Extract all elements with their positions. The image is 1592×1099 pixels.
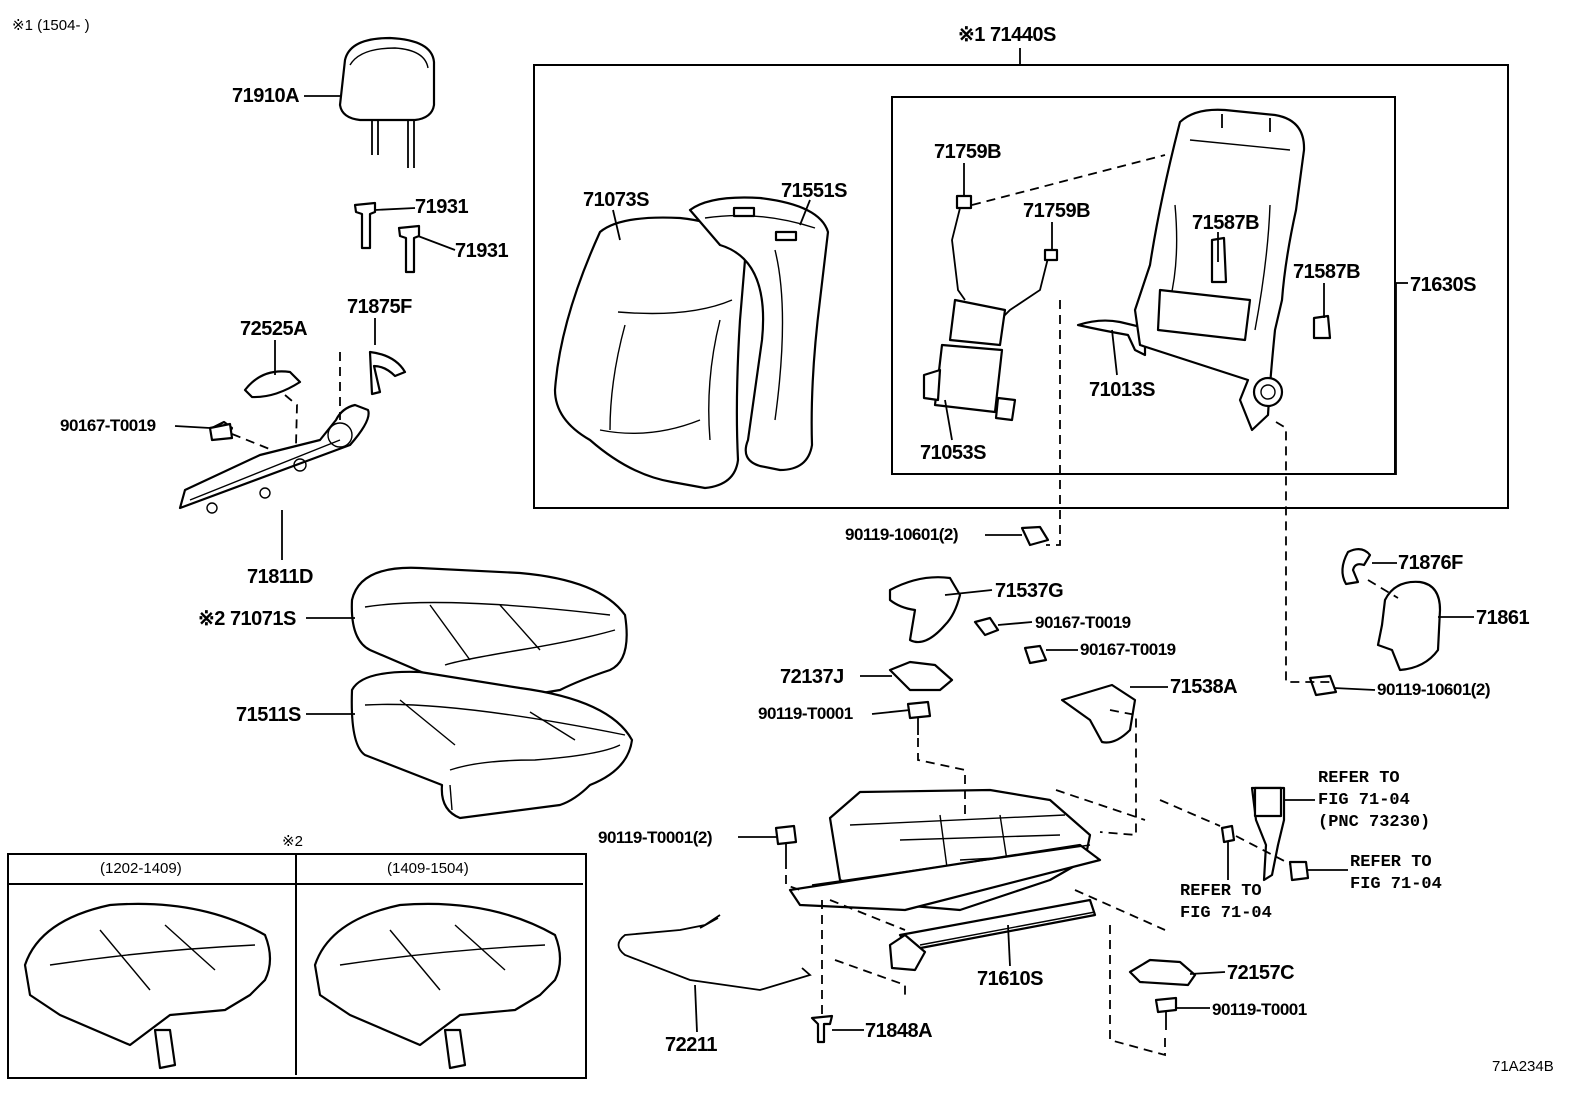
part-number-guide-1[interactable]: 71931 bbox=[415, 196, 469, 218]
part-number-bolt-t0001-3[interactable]: 90119-T0001 bbox=[1212, 1000, 1307, 1019]
header-note: ※1 (1504- ) bbox=[12, 17, 90, 34]
part-number-cushion-pad[interactable]: 71511S bbox=[236, 704, 301, 726]
part-number-72137j[interactable]: 72137J bbox=[780, 666, 844, 688]
seatback-assembly-box bbox=[533, 64, 1509, 509]
inset-panel-label-1: (1202-1409) bbox=[100, 860, 182, 877]
part-number-adjuster[interactable]: 71610S bbox=[977, 968, 1043, 990]
headrest-drawing bbox=[338, 36, 436, 168]
fasteners bbox=[208, 422, 1338, 1044]
part-number-back-cover[interactable]: 71073S bbox=[583, 189, 649, 211]
adjuster-drawing bbox=[788, 788, 1102, 972]
back-pad-drawing bbox=[688, 196, 830, 472]
part-number-screw-mid-2[interactable]: 90167-T0019 bbox=[1080, 640, 1176, 659]
part-number-screw-left[interactable]: 90167-T0019 bbox=[60, 416, 156, 435]
part-number-bolt-right[interactable]: 90119-10601(2) bbox=[1377, 680, 1491, 699]
part-number-71538a[interactable]: 71538A bbox=[1170, 676, 1238, 698]
leader-lines bbox=[174, 48, 1474, 1033]
figure-code: 71A234B bbox=[1492, 1058, 1554, 1075]
part-number-back-assy[interactable]: ※1 71440S bbox=[958, 24, 1056, 46]
part-number-71537g[interactable]: 71537G bbox=[995, 580, 1064, 602]
part-number-back-pad[interactable]: 71551S bbox=[781, 180, 847, 202]
part-number-71848a[interactable]: 71848A bbox=[865, 1020, 933, 1042]
cushion-cover-drawing bbox=[350, 566, 628, 707]
assembly-lines bbox=[231, 154, 1399, 1057]
part-number-72525a[interactable]: 72525A bbox=[240, 318, 308, 340]
inset-cushion-2 bbox=[313, 902, 562, 1070]
refer-note-washer[interactable]: REFER TO FIG 71-04 bbox=[1180, 882, 1272, 923]
inset-cushion-1 bbox=[23, 902, 272, 1070]
refer-note-belt[interactable]: REFER TO FIG 71-04 (PNC 73230) bbox=[1318, 769, 1431, 832]
part-number-71876f[interactable]: 71876F bbox=[1398, 552, 1463, 574]
part-number-bolt-upper[interactable]: 90119-10601(2) bbox=[845, 525, 959, 544]
part-number-frame-bracket[interactable]: 71013S bbox=[1089, 379, 1155, 401]
inset-panel-label-2: (1409-1504) bbox=[387, 860, 469, 877]
part-number-clip-4[interactable]: 71587B bbox=[1293, 261, 1361, 283]
part-number-headrest[interactable]: 71910A bbox=[232, 85, 300, 107]
part-number-71875f[interactable]: 71875F bbox=[347, 296, 412, 318]
part-number-71861[interactable]: 71861 bbox=[1476, 607, 1530, 629]
part-number-clip-3[interactable]: 71587B bbox=[1192, 212, 1260, 234]
part-number-72157c[interactable]: 72157C bbox=[1227, 962, 1295, 984]
part-number-back-frame[interactable]: 71630S bbox=[1410, 274, 1476, 296]
refer-note-nut[interactable]: REFER TO FIG 71-04 bbox=[1350, 853, 1442, 894]
part-number-71811d[interactable]: 71811D bbox=[247, 566, 313, 588]
seatback-frame-box bbox=[891, 96, 1396, 475]
lumbar-drawing bbox=[922, 194, 1059, 422]
inset-title: ※2 bbox=[282, 833, 303, 850]
part-number-wire-harness[interactable]: 72211 bbox=[665, 1034, 718, 1056]
part-number-bolt-t0001-2[interactable]: 90119-T0001(2) bbox=[598, 828, 712, 847]
back-cover-drawing bbox=[553, 216, 747, 490]
part-number-lumbar[interactable]: 71053S bbox=[920, 442, 986, 464]
part-number-screw-mid-1[interactable]: 90167-T0019 bbox=[1035, 613, 1131, 632]
part-number-clip-2[interactable]: 71759B bbox=[1023, 200, 1091, 222]
cushion-pad-drawing bbox=[350, 670, 634, 820]
part-number-clip-1[interactable]: 71759B bbox=[934, 141, 1002, 163]
part-number-bolt-t0001[interactable]: 90119-T0001 bbox=[758, 704, 853, 723]
part-number-cushion-cover[interactable]: ※2 71071S bbox=[198, 608, 296, 630]
part-number-guide-2[interactable]: 71931 bbox=[455, 240, 509, 262]
